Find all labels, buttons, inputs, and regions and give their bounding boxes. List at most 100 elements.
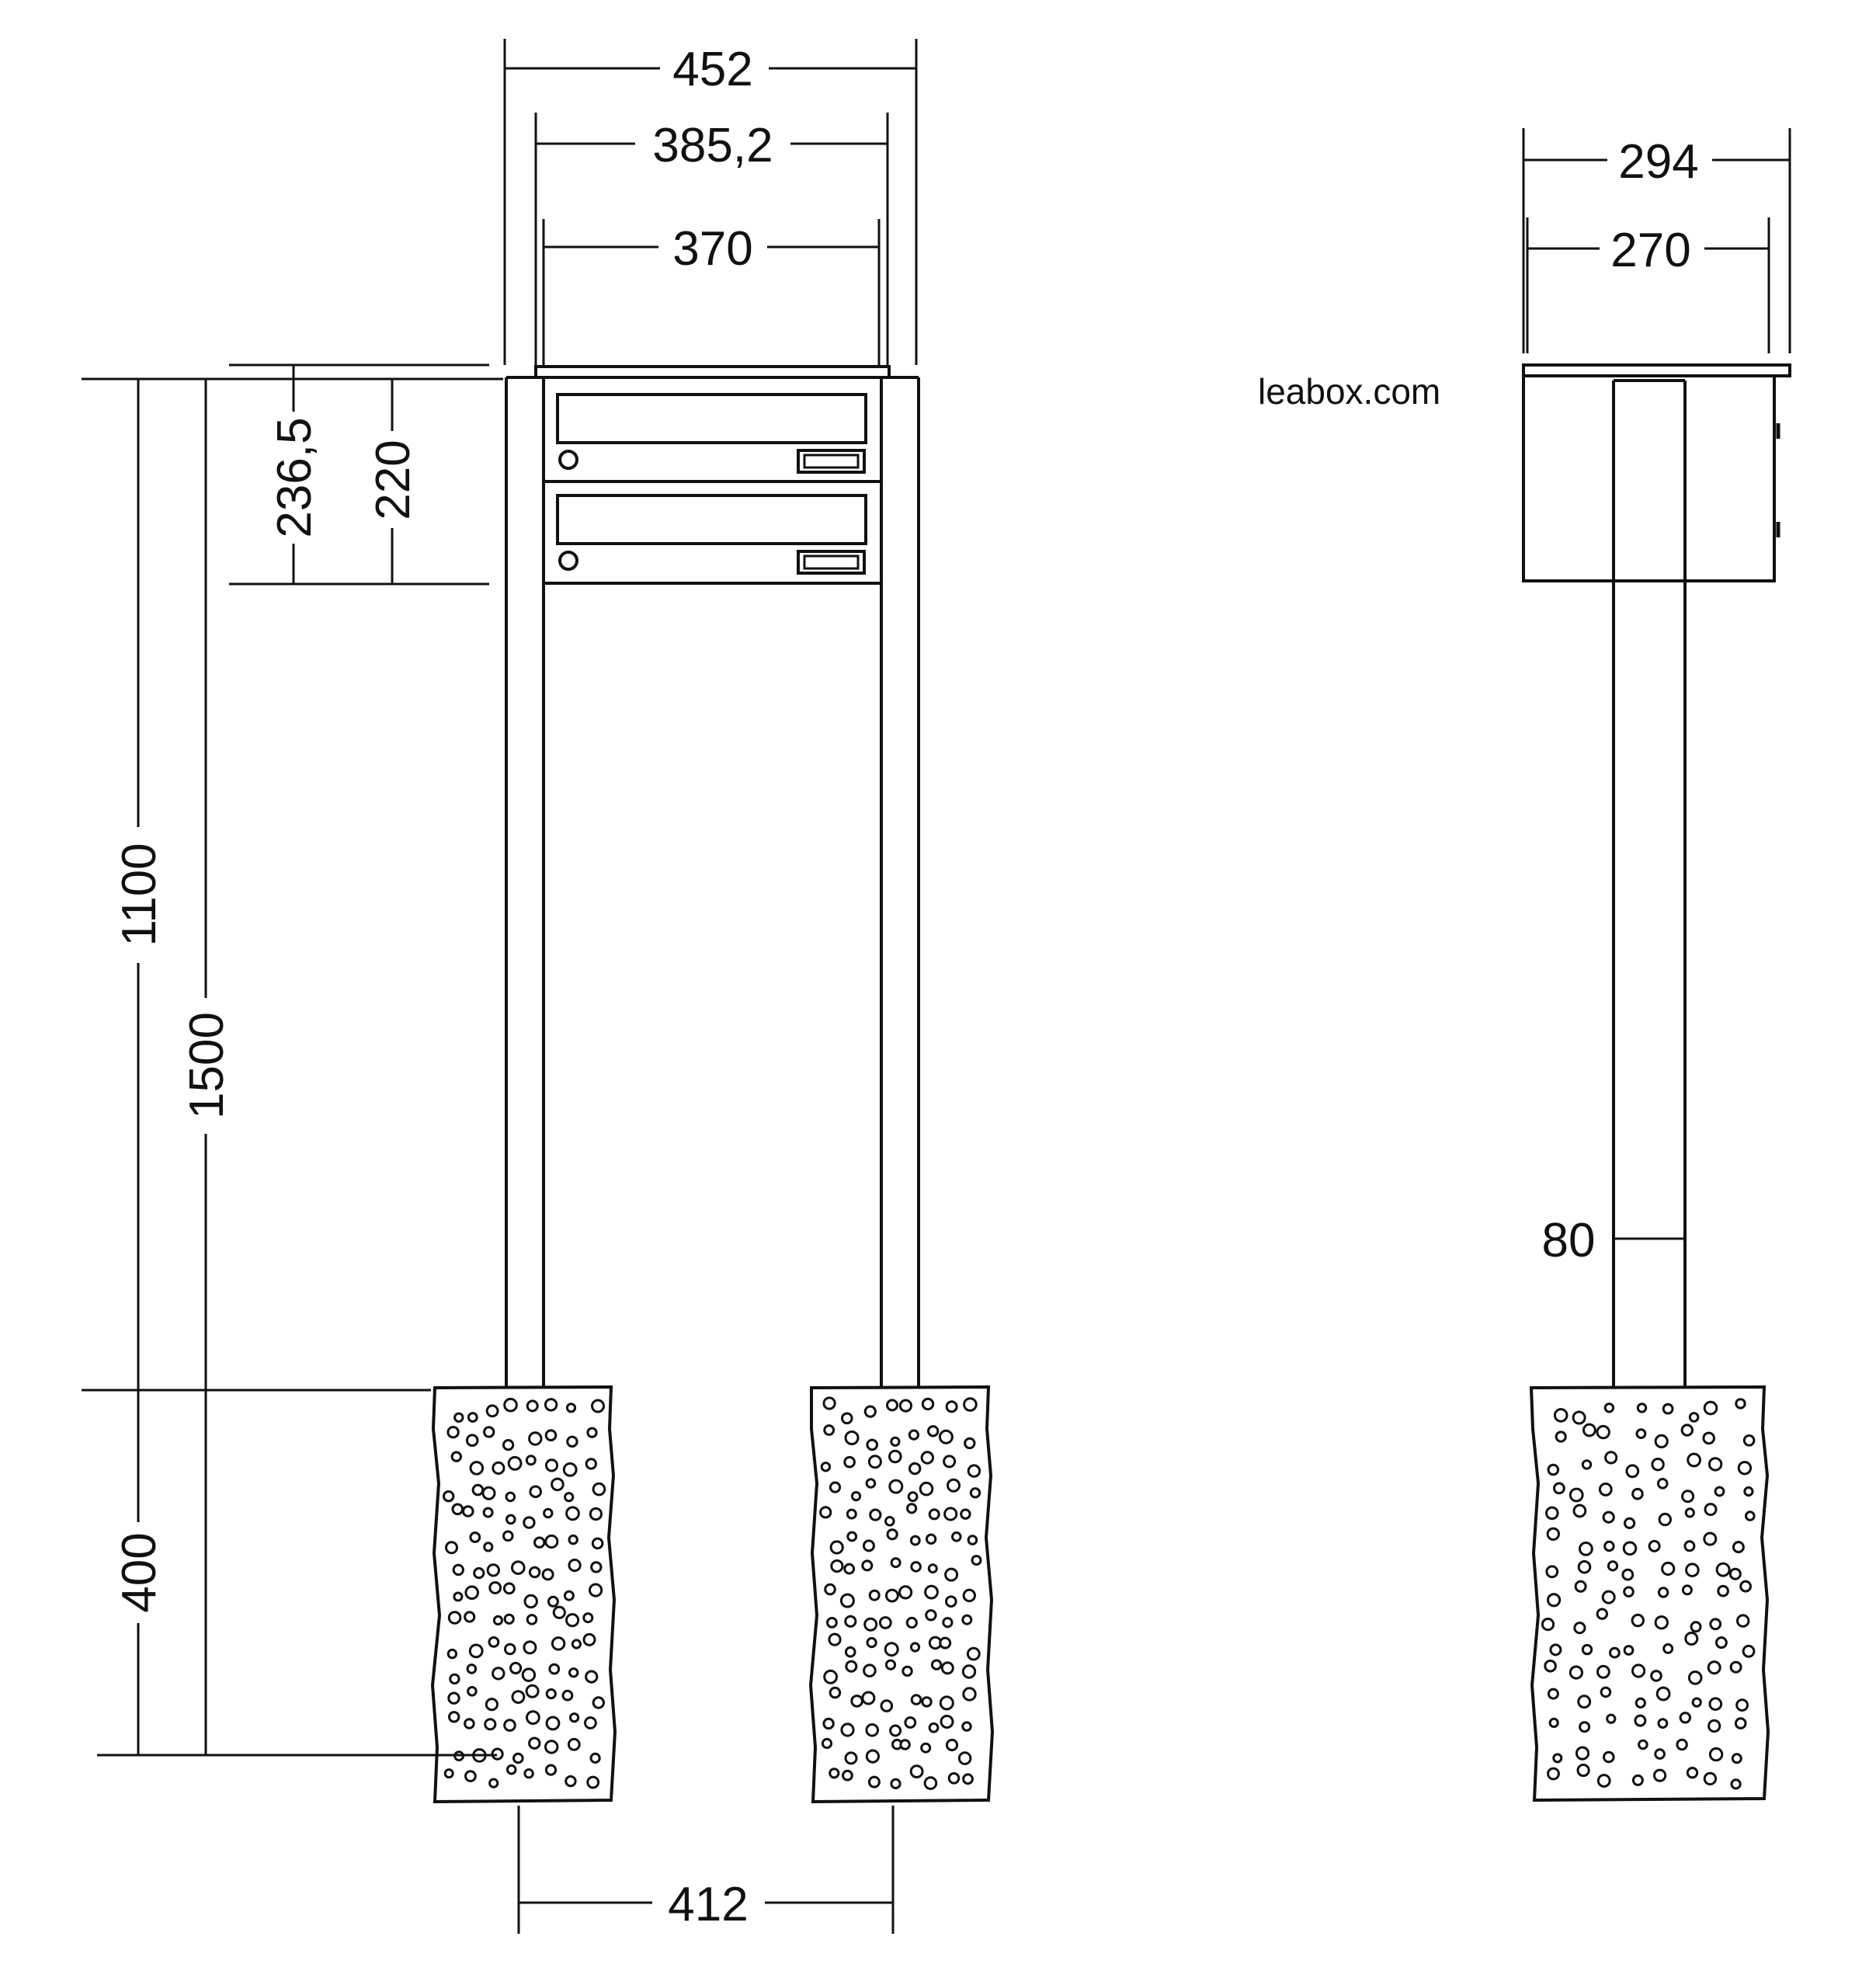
gravel-dot bbox=[544, 1429, 558, 1441]
gravel-dot bbox=[961, 1721, 972, 1732]
gravel-dot bbox=[1596, 1664, 1610, 1679]
gravel-dot bbox=[1687, 1452, 1702, 1468]
gravel-dot bbox=[467, 1686, 478, 1697]
gravel-dot bbox=[521, 1667, 537, 1682]
gravel-dot bbox=[1603, 1750, 1615, 1764]
gravel-dot bbox=[1662, 1642, 1674, 1654]
gravel-dot bbox=[1703, 1771, 1718, 1786]
gravel-dot bbox=[533, 1536, 546, 1549]
gravel-dot bbox=[485, 1404, 499, 1418]
foundation-right-gravel bbox=[819, 1396, 982, 1790]
front-top-cap bbox=[534, 365, 891, 379]
gravel-dot bbox=[821, 1737, 833, 1750]
gravel-dot bbox=[449, 1673, 460, 1685]
gravel-dot bbox=[1572, 1503, 1587, 1518]
gravel-dot bbox=[846, 1508, 857, 1520]
gravel-dot bbox=[844, 1615, 857, 1628]
gravel-dot bbox=[469, 1531, 481, 1543]
gravel-dot bbox=[865, 1478, 877, 1489]
gravel-dot bbox=[841, 1412, 853, 1425]
gravel-dot bbox=[925, 1533, 937, 1545]
gravel-dot bbox=[1658, 1512, 1673, 1527]
gravel-dot bbox=[963, 1397, 978, 1412]
gravel-dot bbox=[1553, 1482, 1565, 1495]
gravel-dot bbox=[484, 1718, 497, 1731]
gravel-dot bbox=[1577, 1695, 1592, 1709]
dim-370: 370 bbox=[542, 219, 881, 365]
gravel-dot bbox=[944, 1567, 959, 1582]
gravel-dot bbox=[1631, 1613, 1645, 1628]
gravel-dot bbox=[919, 1481, 934, 1496]
gravel-dot bbox=[1604, 1451, 1618, 1465]
gravel-dot bbox=[448, 1711, 460, 1723]
gravel-dot bbox=[1547, 1463, 1560, 1476]
gravel-dot bbox=[1703, 1531, 1718, 1546]
gravel-dot bbox=[1742, 1644, 1756, 1658]
dim-220: 220 bbox=[367, 379, 420, 584]
gravel-dot bbox=[888, 1479, 904, 1494]
gravel-dot bbox=[464, 1718, 475, 1729]
foundation-side-gravel bbox=[1541, 1398, 1756, 1790]
gravel-dot bbox=[910, 1561, 922, 1573]
gravel-dot bbox=[585, 1458, 597, 1470]
gravel-dot bbox=[543, 1507, 554, 1519]
gravel-dot bbox=[1545, 1506, 1559, 1521]
gravel-dot bbox=[466, 1663, 478, 1674]
gravel-dot bbox=[906, 1503, 918, 1514]
gravel-dot bbox=[1684, 1632, 1699, 1646]
gravel-dot bbox=[826, 1617, 838, 1629]
gravel-dot bbox=[1728, 1567, 1742, 1580]
gravel-dot bbox=[940, 1661, 954, 1675]
gravel-dot bbox=[464, 1611, 476, 1623]
gravel-dot bbox=[939, 1695, 954, 1711]
dim-label: 220 bbox=[367, 440, 420, 520]
gravel-dot bbox=[823, 1669, 838, 1684]
gravel-dot bbox=[502, 1530, 514, 1542]
gravel-dot bbox=[502, 1439, 515, 1451]
gravel-dot bbox=[585, 1670, 599, 1684]
name-plate bbox=[797, 449, 866, 474]
gravel-dot bbox=[564, 1492, 575, 1503]
lock-icon bbox=[558, 450, 578, 470]
gravel-dot bbox=[485, 1698, 499, 1712]
gravel-dot bbox=[525, 1684, 540, 1698]
gravel-dot bbox=[842, 1769, 853, 1782]
gravel-dot bbox=[830, 1559, 844, 1573]
gravel-dot bbox=[483, 1542, 494, 1552]
gravel-dot bbox=[1690, 1621, 1702, 1633]
gravel-dot bbox=[939, 1636, 952, 1649]
gravel-dot bbox=[1708, 1747, 1724, 1762]
gravel-dot bbox=[923, 1776, 938, 1790]
gravel-dot bbox=[565, 1613, 580, 1628]
gravel-dot bbox=[565, 1506, 580, 1521]
front-post-right bbox=[880, 376, 920, 1390]
gravel-dot bbox=[453, 1412, 464, 1424]
dim-label: 1100 bbox=[113, 843, 166, 946]
gravel-dot bbox=[1651, 1458, 1665, 1472]
gravel-dot bbox=[1555, 1430, 1567, 1443]
gravel-dot bbox=[1579, 1721, 1591, 1733]
gravel-dot bbox=[447, 1691, 460, 1705]
gravel-dot bbox=[880, 1699, 894, 1712]
gravel-dot bbox=[1581, 1643, 1593, 1656]
dim-label: 370 bbox=[672, 222, 752, 276]
gravel-dot bbox=[962, 1687, 977, 1702]
gravel-dot bbox=[1622, 1541, 1638, 1556]
gravel-dot bbox=[492, 1461, 505, 1476]
gravel-dot bbox=[568, 1667, 579, 1678]
gravel-dot bbox=[964, 1437, 976, 1450]
gravel-dot bbox=[924, 1584, 939, 1600]
gravel-dot bbox=[451, 1503, 464, 1516]
gravel-dot bbox=[861, 1559, 874, 1572]
gravel-dot bbox=[1576, 1764, 1590, 1778]
gravel-dot bbox=[511, 1560, 526, 1575]
gravel-dot bbox=[544, 1398, 558, 1412]
side-top-cap bbox=[1522, 363, 1791, 377]
dim-label: 80 bbox=[1542, 1214, 1596, 1267]
gravel-dot bbox=[529, 1485, 543, 1499]
gravel-dot bbox=[552, 1605, 566, 1619]
gravel-dot bbox=[1685, 1563, 1700, 1577]
gravel-dot bbox=[568, 1534, 578, 1545]
gravel-dot bbox=[947, 1772, 961, 1785]
gravel-dot bbox=[1688, 1412, 1700, 1423]
